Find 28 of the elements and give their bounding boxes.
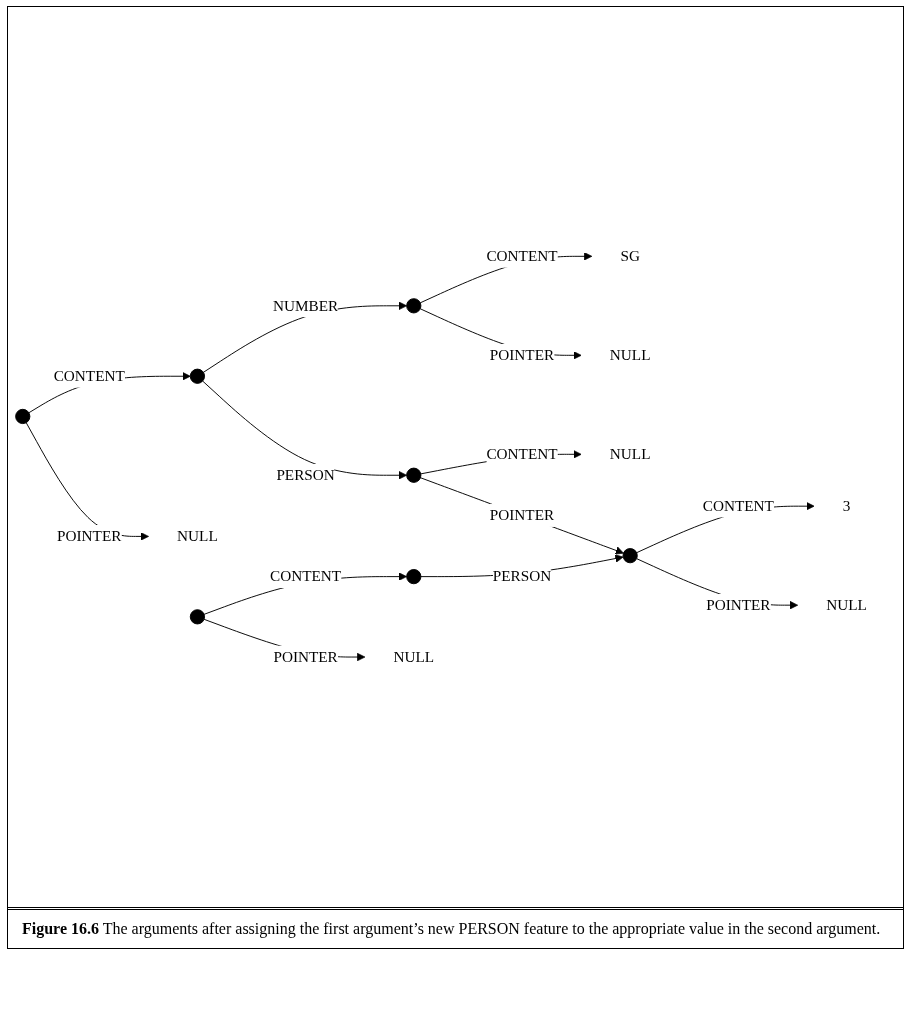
edge-label: CONTENT — [486, 248, 558, 265]
edge-label: PERSON — [492, 568, 552, 585]
edge-label: POINTER — [489, 347, 555, 364]
edge-label: POINTER — [489, 507, 555, 524]
node-circle — [189, 368, 206, 385]
node-circle — [406, 298, 422, 314]
node-circle — [15, 409, 31, 425]
edge-label: CONTENT — [702, 497, 774, 515]
node-text: NULL — [609, 446, 651, 463]
node-circle — [622, 548, 638, 564]
edge-label: POINTER — [273, 648, 338, 665]
edge-label: CONTENT — [486, 446, 558, 463]
node-text: 3 — [842, 497, 851, 515]
node-circle — [189, 609, 206, 625]
node-text: SG — [620, 248, 640, 265]
node-text: NULL — [826, 596, 867, 614]
node-circle — [406, 569, 422, 585]
node-circle — [406, 467, 422, 484]
edge-label: POINTER — [57, 528, 122, 545]
edge-label: CONTENT — [270, 568, 342, 585]
edge-label: POINTER — [706, 596, 771, 614]
node-text: NULL — [609, 347, 651, 364]
edge-label: NUMBER — [273, 297, 339, 314]
node-text: NULL — [393, 648, 435, 665]
node-text: NULL — [177, 528, 218, 545]
edge-label: PERSON — [276, 466, 335, 484]
figure-caption: Figure 16.6 The arguments after assigning the first argument’s new PERSON feature to the appropriate value in the second argument. — [8, 907, 903, 948]
edge-label: CONTENT — [53, 367, 125, 385]
